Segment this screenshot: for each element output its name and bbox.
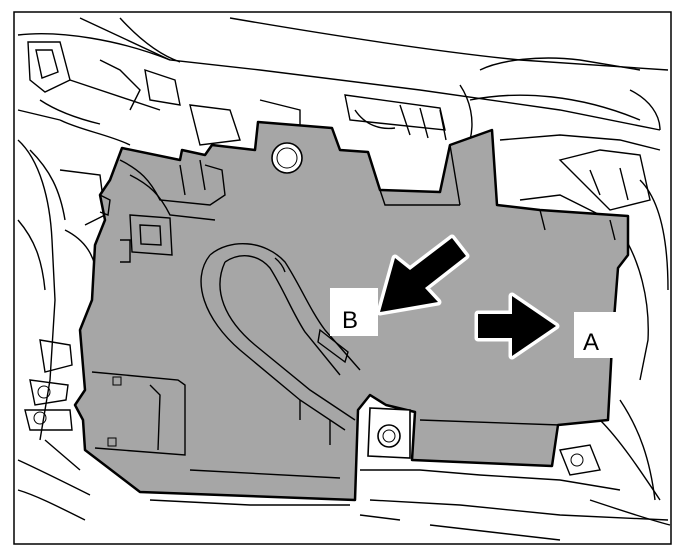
arrow-right-icon	[474, 292, 560, 360]
mounting-bolt	[367, 407, 411, 459]
callout-b: B	[330, 288, 378, 336]
label-b: B	[342, 307, 358, 334]
label-a: A	[583, 329, 599, 356]
callout-a: A	[574, 312, 618, 358]
background-structure	[17, 17, 671, 541]
arrow-down-left-icon	[376, 234, 470, 316]
